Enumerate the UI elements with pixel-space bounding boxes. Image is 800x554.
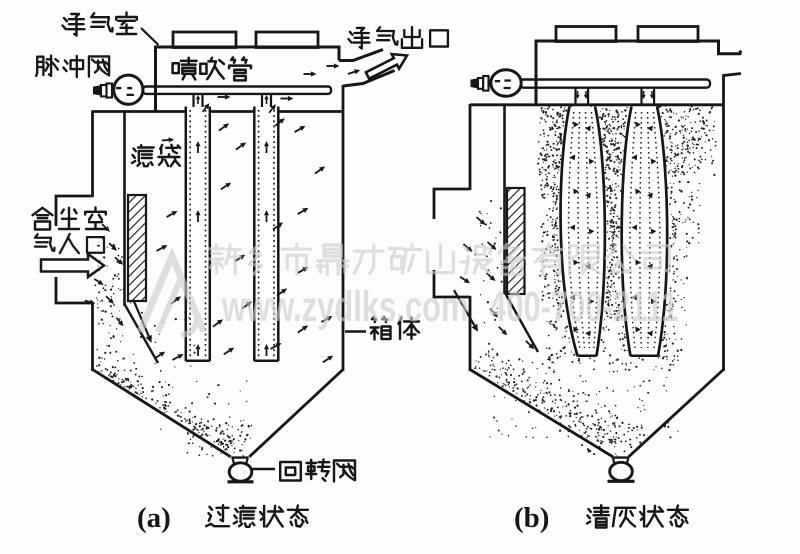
svg-text:(a): (a) (137, 502, 171, 534)
svg-text:www.zydlks.com: www.zydlks.com (221, 282, 468, 330)
svg-text:(b): (b) (514, 502, 549, 534)
svg-text:400-700-2111: 400-700-2111 (489, 282, 678, 330)
